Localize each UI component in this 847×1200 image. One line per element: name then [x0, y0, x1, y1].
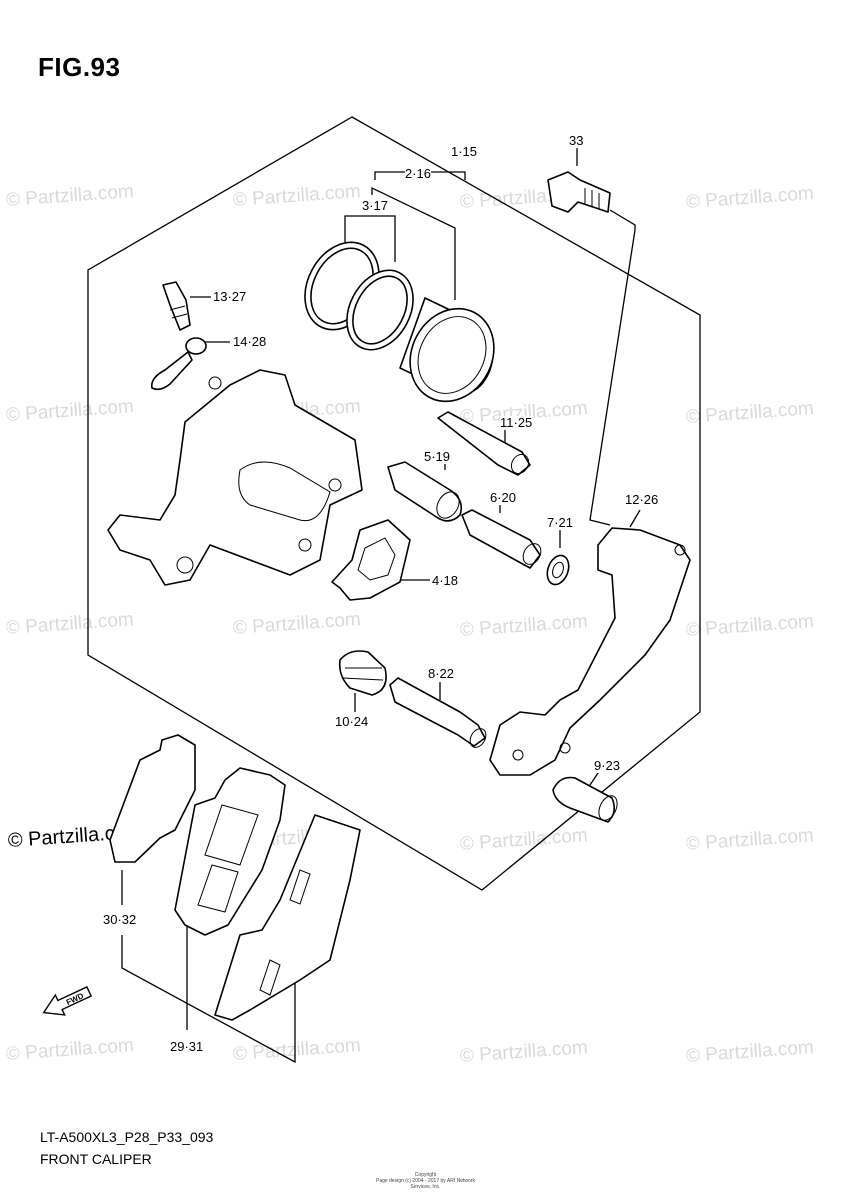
bracket-hole — [512, 749, 524, 761]
callout-7: 7·21 — [547, 515, 574, 530]
caliper-body — [107, 369, 363, 586]
pad-shim — [214, 814, 361, 1021]
sleeve-end — [598, 795, 618, 821]
washer-hole — [552, 561, 564, 579]
leader-12 — [629, 509, 641, 528]
caliper-window — [238, 461, 331, 522]
callout-29: 29·31 — [170, 1039, 204, 1054]
pin-boot-end — [436, 491, 460, 519]
callout-6: 6·20 — [490, 490, 517, 505]
caliper-hole — [208, 376, 222, 390]
figure-title: FIG.93 — [38, 52, 121, 82]
assembly-outline — [87, 116, 701, 891]
slide-pin-short — [461, 509, 541, 569]
caliper-hole — [176, 556, 194, 574]
washer — [546, 554, 570, 586]
brake-pad-backing — [109, 734, 196, 863]
callout-8: 8·22 — [428, 666, 455, 681]
callout-14: 14·28 — [233, 334, 267, 349]
slide-pin-end — [510, 453, 530, 475]
bleeder-cap-strap — [150, 351, 193, 391]
slide-pin-short-end — [522, 543, 542, 565]
copyright-line-1: Copyright — [414, 1172, 437, 1178]
caliper-piston-bore — [417, 316, 487, 394]
section-name: FRONT CALIPER — [40, 1151, 152, 1167]
callout-3: 3·17 — [362, 198, 389, 213]
forward-arrow-label: FWD — [65, 991, 86, 1007]
slide-pin-lower-end — [469, 728, 487, 748]
leader-2 — [371, 186, 456, 300]
caliper-hole — [298, 538, 312, 552]
callout-33: 33 — [569, 133, 584, 148]
pad-spring-window — [357, 537, 396, 581]
callout-1: 1·15 — [451, 144, 478, 159]
callout-2: 2·16 — [405, 166, 432, 181]
bleeder-thread — [171, 313, 188, 319]
callout-13: 13·27 — [213, 289, 247, 304]
sleeve — [552, 776, 616, 823]
callout-30: 30·32 — [103, 912, 137, 927]
pin-boot-lower — [338, 650, 387, 696]
pad-shim-slot — [259, 959, 281, 996]
model-code: LT-A500XL3_P28_P33_093 — [40, 1129, 214, 1145]
bracket-hole — [674, 544, 686, 556]
dust-seal-inner — [352, 275, 408, 345]
mounting-bolt — [547, 171, 611, 213]
leader-30b — [121, 935, 296, 1064]
leader-3 — [344, 215, 396, 262]
forward-arrow-icon: FWD — [42, 986, 93, 1016]
copyright-line-2: Page design (c) 2004 - 2017 by ARI Netwo… — [376, 1178, 475, 1190]
bracket-hole — [559, 742, 571, 754]
callout-10: 10·24 — [335, 714, 369, 729]
brake-pad-friction — [197, 864, 239, 913]
callout-9: 9·23 — [594, 758, 621, 773]
copyright-notice: Copyright Page design (c) 2004 - 2017 by… — [368, 1172, 483, 1190]
caliper-piston-face — [409, 307, 495, 403]
caliper-hole — [328, 478, 342, 492]
caliper-bracket — [489, 527, 691, 776]
slide-pin-lower — [389, 677, 486, 747]
bleeder-screw — [162, 281, 191, 331]
callout-12: 12·26 — [625, 492, 659, 507]
brake-pad-friction — [204, 804, 259, 866]
pad-shim-slot — [289, 869, 311, 905]
slide-pin-long — [437, 411, 531, 476]
bleeder-cap — [185, 337, 207, 355]
callout-11: 11·25 — [500, 415, 533, 430]
pad-spring — [331, 519, 411, 601]
callout-4: 4·18 — [432, 573, 459, 588]
bleeder-thread — [169, 305, 186, 311]
callout-5: 5·19 — [424, 449, 451, 464]
pin-boot-ring — [342, 677, 384, 681]
leader-33b — [589, 209, 636, 526]
